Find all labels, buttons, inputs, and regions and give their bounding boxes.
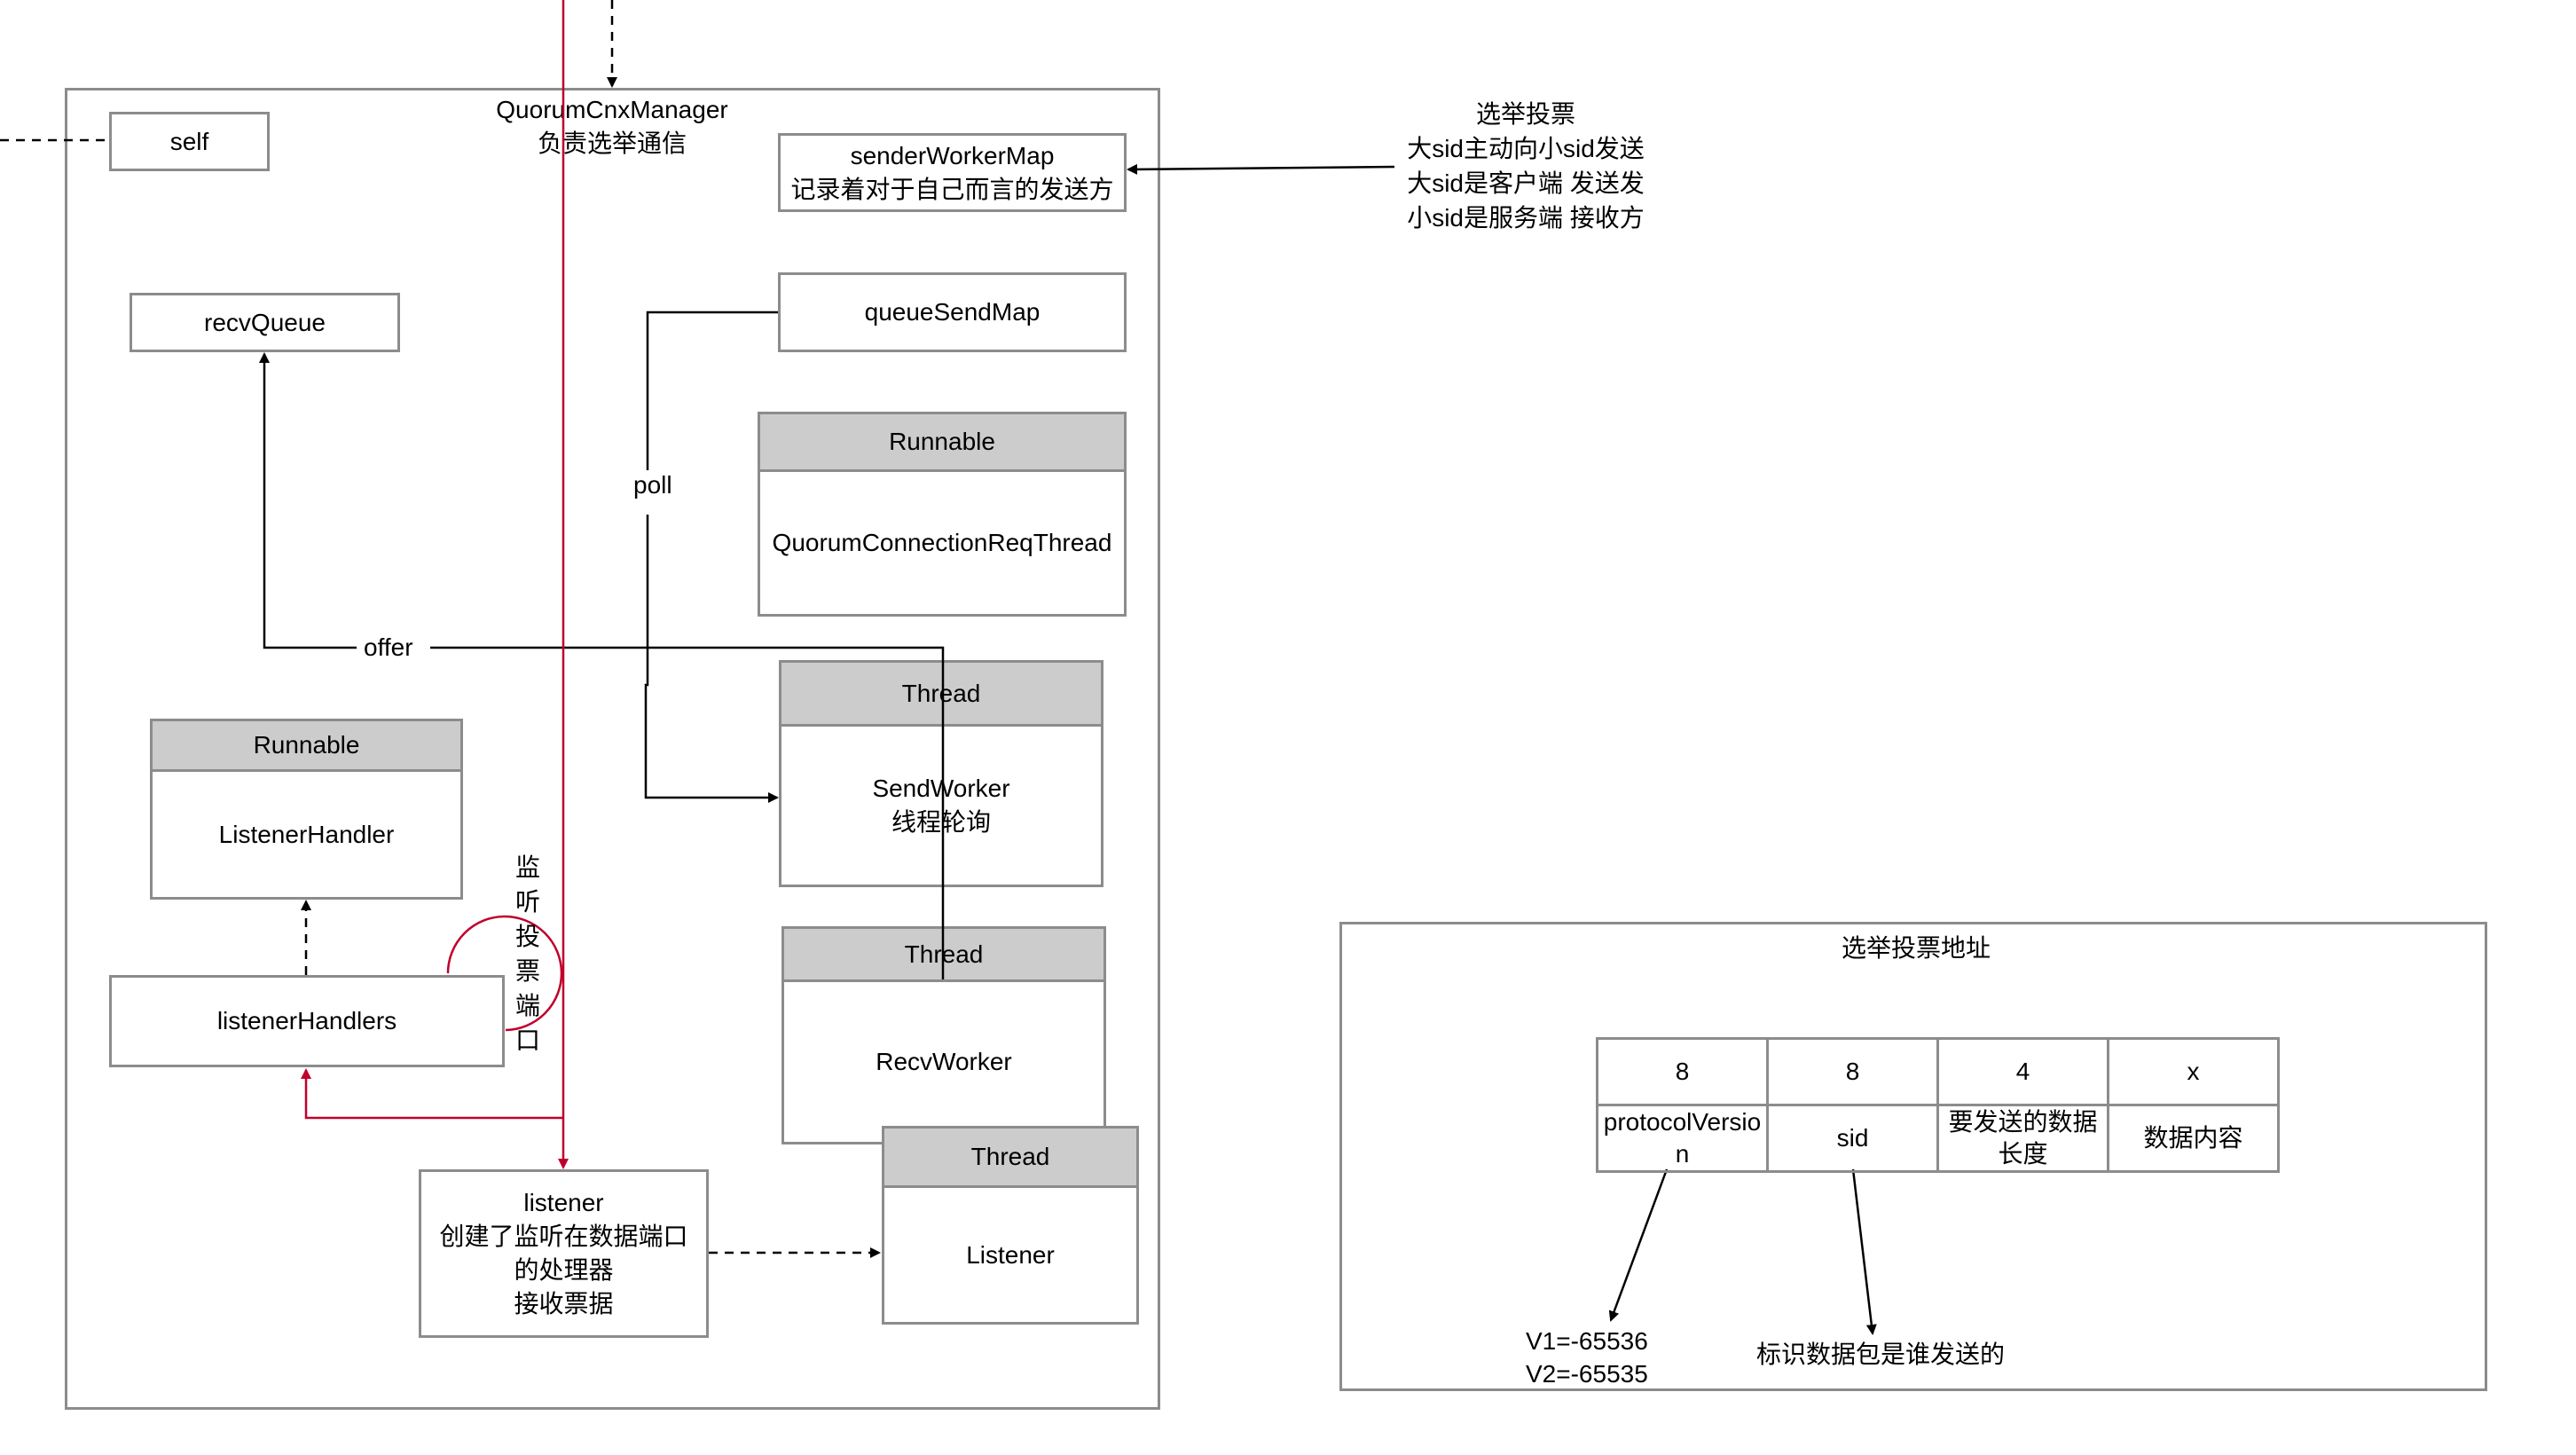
field-cell: 数据内容 — [2107, 1104, 2280, 1173]
field-cell: 要发送的数据长度 — [1936, 1104, 2109, 1173]
class-header: Thread — [884, 1129, 1136, 1188]
election-vote-annotation: 选举投票 大sid主动向小sid发送 大sid是客户端 发送发 小sid是服务端… — [1407, 100, 1645, 232]
packet-layout-table: 8 8 4 x protocolVersion sid 要发送的数据长度 数据内… — [1596, 1037, 2280, 1173]
recv-queue-node[interactable]: recvQueue — [130, 293, 400, 352]
class-body: ListenerHandler — [218, 820, 395, 848]
class-body: QuorumConnectionReqThread — [772, 529, 1112, 556]
class-header: Runnable — [760, 414, 1124, 472]
class-body: SendWorker 线程轮询 — [872, 775, 1010, 836]
self-node[interactable]: self — [109, 112, 270, 171]
field-cell: protocolVersion — [1596, 1104, 1769, 1173]
sid-note: 标识数据包是谁发送的 — [1755, 1341, 2005, 1368]
size-cell: x — [2107, 1037, 2280, 1106]
size-cell: 8 — [1596, 1037, 1769, 1106]
class-body: Listener — [966, 1240, 1055, 1269]
send-worker-node[interactable]: Thread SendWorker 线程轮询 — [779, 660, 1103, 887]
listener-node[interactable]: listener 创建了监听在数据端口 的处理器 接收票据 — [419, 1169, 709, 1338]
listener-handlers-node[interactable]: listenerHandlers — [109, 975, 505, 1067]
packet-panel — [1339, 922, 2487, 1391]
size-row: 8 8 4 x — [1596, 1037, 2280, 1106]
quorum-cnx-manager-container — [65, 88, 1160, 1410]
class-header: Runnable — [153, 721, 460, 772]
class-header: Thread — [784, 929, 1103, 982]
size-cell: 4 — [1936, 1037, 2109, 1106]
recv-worker-node[interactable]: Thread RecvWorker — [781, 926, 1106, 1144]
poll-label: poll — [626, 470, 679, 500]
field-row: protocolVersion sid 要发送的数据长度 数据内容 — [1596, 1104, 2280, 1173]
listen-port-label: 监听投票端口 — [514, 853, 540, 1054]
listener-thread-node[interactable]: Thread Listener — [882, 1126, 1139, 1325]
annotation-arrow — [1127, 163, 1395, 175]
quorum-cnx-manager-title: QuorumCnxManager 负责选举通信 — [496, 96, 728, 157]
queue-send-map-node[interactable]: queueSendMap — [778, 272, 1127, 352]
field-cell: sid — [1766, 1104, 1939, 1173]
listener-handler-node[interactable]: Runnable ListenerHandler — [150, 719, 463, 900]
sender-worker-map-node[interactable]: senderWorkerMap 记录着对于自己而言的发送方 — [778, 133, 1127, 212]
class-body: RecvWorker — [876, 1048, 1012, 1075]
version-note: V1=-65536 V2=-65535 — [1526, 1327, 1648, 1388]
class-header: Thread — [781, 663, 1101, 727]
packet-panel-title: 选举投票地址 — [1841, 934, 1991, 962]
conn-req-thread-node[interactable]: Runnable QuorumConnectionReqThread — [758, 412, 1127, 617]
size-cell: 8 — [1766, 1037, 1939, 1106]
offer-label: offer — [357, 633, 420, 663]
